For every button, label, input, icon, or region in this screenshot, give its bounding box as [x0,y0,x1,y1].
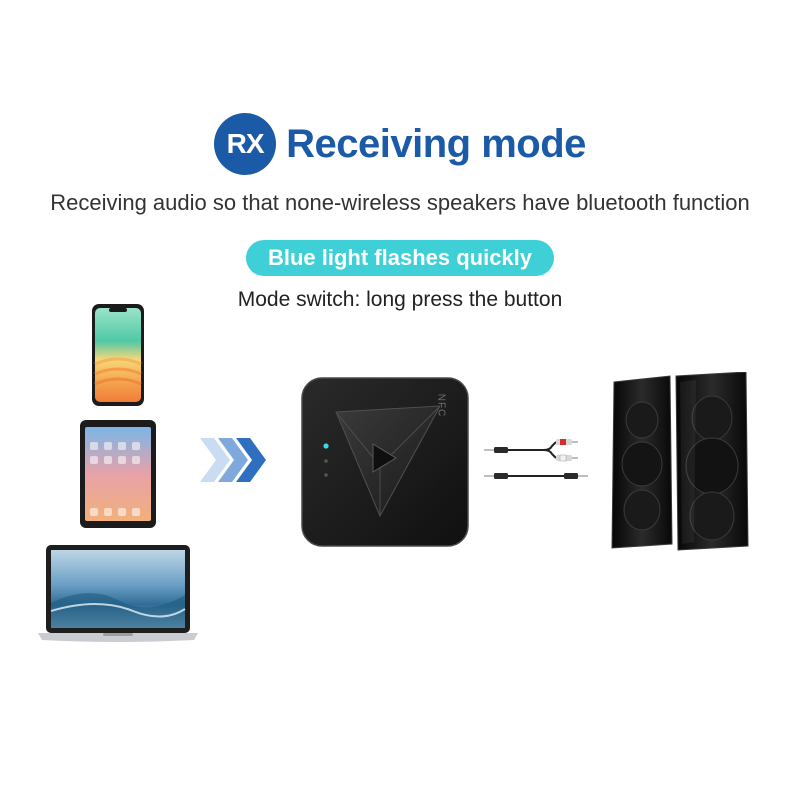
speaker-icon [610,372,760,552]
page-title: Receiving mode [286,121,586,166]
status-pill-wrap: Blue light flashes quickly [0,240,800,276]
subtitle: Receiving audio so that none-wireless sp… [50,190,750,215]
rx-badge: RX [214,113,277,175]
mode-switch-text: Mode switch: long press the button [237,288,563,311]
status-pill: Blue light flashes quickly [245,240,555,276]
nfc-label: NFC [435,393,447,417]
audio-cable-icon [484,436,600,486]
receiver-device [300,376,470,548]
title-row: RX Receiving mode [0,113,800,175]
smartphone-icon [92,304,144,406]
tablet-icon [80,420,156,528]
laptop-icon [38,545,198,643]
nfc-label-wrap: NFC [432,390,450,420]
chevron-arrows-icon [200,438,270,482]
